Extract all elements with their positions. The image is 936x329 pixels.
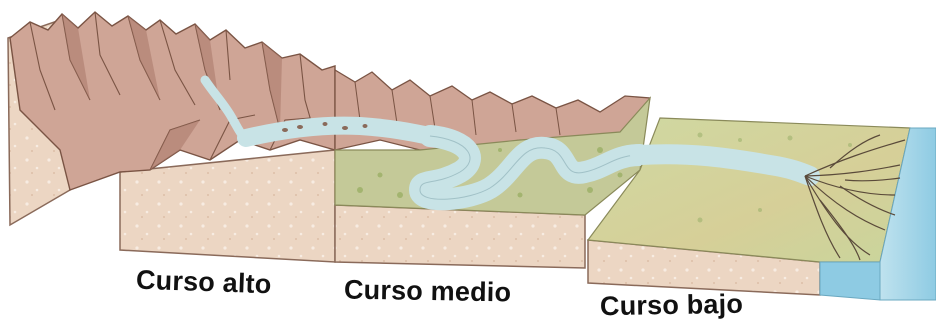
sea-front (820, 262, 880, 300)
label-middle-course: Curso medio (344, 275, 512, 309)
label-upper-course: Curso alto (136, 265, 273, 301)
label-lower-course: Curso bajo (600, 289, 744, 322)
lower-course-block (588, 118, 936, 300)
middle-front-wall (335, 205, 585, 268)
